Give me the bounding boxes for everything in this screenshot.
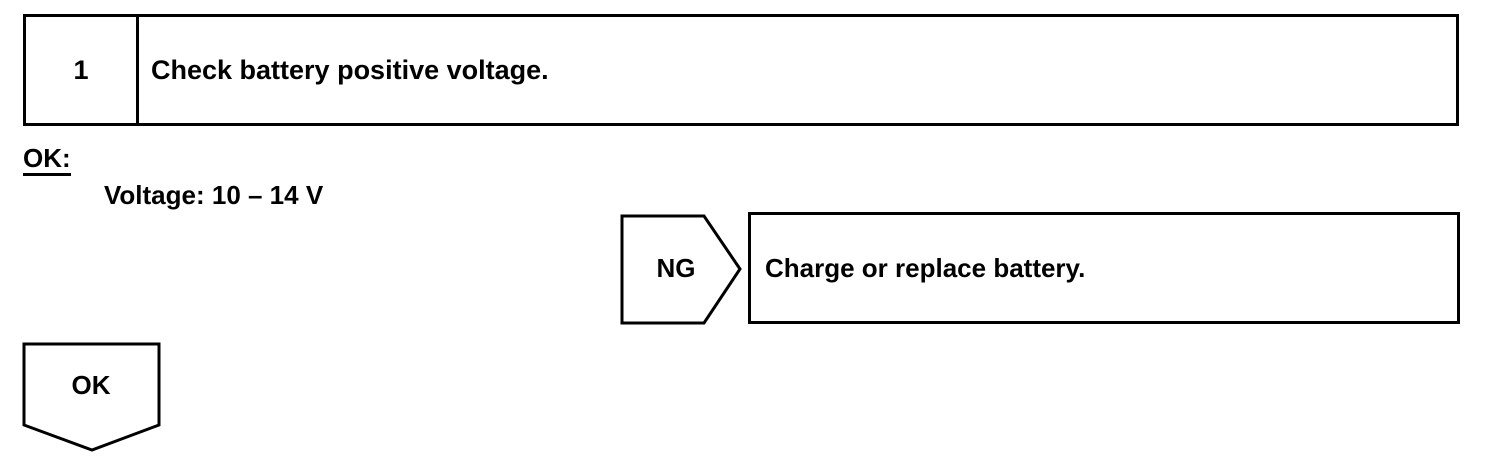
step-title: Check battery positive voltage.	[151, 54, 549, 85]
ok-criteria-label: OK:	[23, 144, 71, 176]
voltage-spec: Voltage: 10 – 14 V	[104, 180, 324, 210]
ng-arrow-shape	[620, 214, 742, 325]
ng-action-text: Charge or replace battery.	[765, 252, 1086, 283]
ok-arrow-label: OK	[71, 369, 111, 400]
step-box: 1 Check battery positive voltage.	[23, 14, 1459, 126]
ng-action-box: Charge or replace battery.	[748, 212, 1460, 324]
step-number: 1	[26, 17, 139, 123]
ok-arrow-shape	[22, 342, 161, 452]
ng-label: NG	[656, 252, 696, 283]
